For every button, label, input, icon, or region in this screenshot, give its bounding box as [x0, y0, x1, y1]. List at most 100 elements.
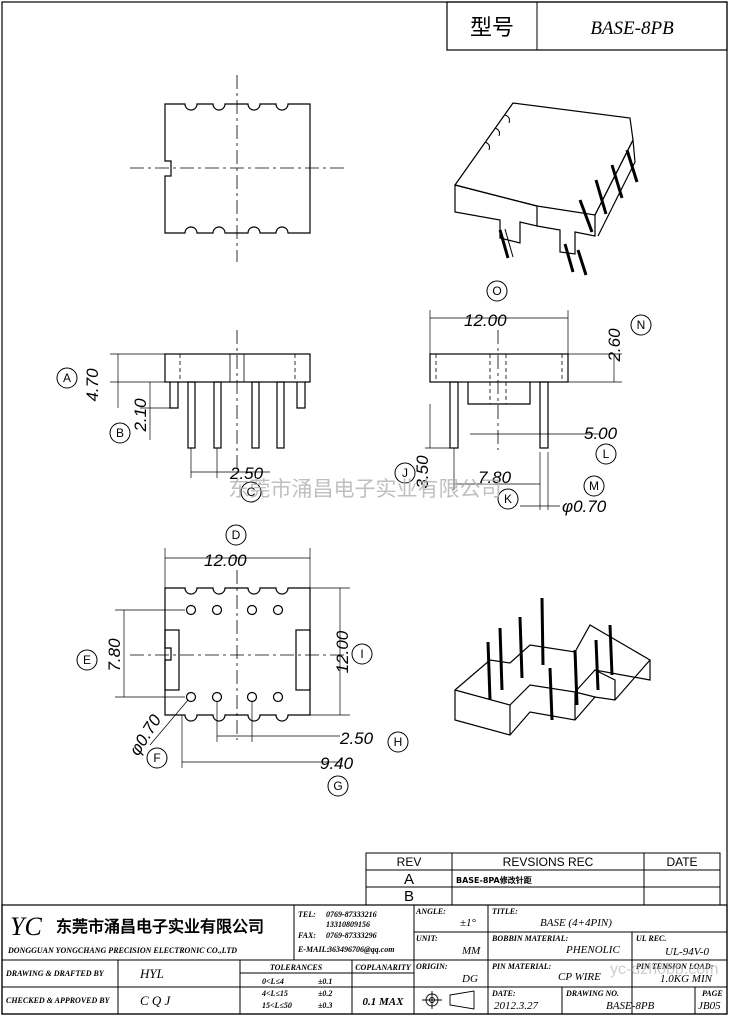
origin-label: ORIGIN:: [416, 962, 448, 971]
company-cn: 东莞市涌昌电子实业有限公司: [56, 917, 264, 936]
dim-depth-bottom: 12.00: [333, 630, 352, 673]
balloon-j: [394, 462, 416, 484]
front-view: [110, 330, 311, 478]
tolerance-rows: 0<L≤4 ±0.1 4<L≤15 ±0.2 15<L≤50 ±0.3: [261, 977, 332, 1010]
dim-row-spacing-bottom: 7.80: [105, 638, 124, 672]
tol-range: 0<L≤4: [262, 977, 284, 986]
balloon-label: N: [637, 318, 646, 332]
balloon-l: [595, 443, 617, 465]
angle-label: ANGLE:: [415, 907, 446, 916]
dim-width-top: 12.00: [464, 311, 507, 330]
watermark: 东莞市涌昌电子实业有限公司: [229, 477, 502, 501]
balloon-label: M: [589, 479, 599, 493]
pin-material-value: CP WIRE: [558, 971, 601, 983]
tol-range: 4<L≤15: [261, 989, 288, 998]
model-label: 型号: [470, 16, 514, 41]
balloon-b: [109, 422, 131, 444]
page-value: JB05: [698, 1000, 721, 1012]
tolerances-label: TOLERANCES: [270, 963, 323, 972]
ul-label: UL REC.: [636, 934, 666, 943]
isometric-view-top: [454, 102, 639, 276]
unit-value: MM: [461, 945, 481, 957]
top-view: [130, 75, 345, 262]
balloon-d: [225, 524, 247, 546]
unit-label: UNIT:: [416, 934, 438, 943]
dim-overall-bottom: 9.40: [320, 754, 354, 773]
dim-row-spacing: 7.80: [478, 468, 512, 487]
ul-value: UL-94V-0: [665, 946, 710, 958]
coplanarity-label: COPLANARITY: [355, 963, 412, 972]
balloon-o: [486, 280, 508, 302]
title-block-grid: [1, 904, 728, 1015]
dim-pin-offset: 5.00: [584, 424, 618, 443]
balloon-n: [630, 314, 652, 336]
date-value: 2012.3.27: [494, 1000, 539, 1012]
rev-b: B: [404, 888, 414, 905]
dim-height-total: 4.70: [83, 368, 102, 402]
balloon-label: O: [492, 284, 501, 298]
checked-value: C Q J: [140, 993, 172, 1008]
dim-pin-pitch-front: 2.50: [229, 464, 264, 483]
rev-a: A: [404, 871, 414, 888]
balloon-g: [327, 775, 349, 797]
company-en: DONGGUAN YONGCHANG PRECISION ELECTRONIC …: [7, 946, 237, 955]
model-header: 型号 BASE-8PB: [446, 1, 728, 51]
dim-height-lower: 2.10: [131, 398, 150, 433]
balloon-label: D: [232, 528, 241, 542]
watermark-url: yc-dzhobb.com: [610, 961, 719, 978]
balloon-label: K: [504, 492, 512, 506]
balloon-label: B: [116, 426, 124, 440]
pin-tension-value: 1.0KG MIN: [660, 973, 713, 985]
balloon-h: [387, 731, 409, 753]
balloon-a: [56, 367, 78, 389]
balloon-e: [76, 649, 98, 671]
angle-value: ±1°: [460, 917, 477, 929]
checked-label: CHECKED & APPROVED BY: [6, 996, 111, 1005]
balloon-f: [146, 747, 168, 769]
drawing-no-label: DRAWING NO.: [565, 989, 619, 998]
date-header: DATE: [666, 855, 697, 869]
drawn-value: HYL: [139, 966, 164, 981]
balloon-c: [240, 481, 262, 503]
page-label: PAGE: [702, 989, 723, 998]
balloon-m: [583, 475, 605, 497]
logo: YC: [10, 912, 42, 941]
tol-value: ±0.2: [318, 989, 332, 998]
bobbin-label: BOBBIN MATERIAL:: [491, 934, 569, 943]
origin-value: DG: [461, 973, 478, 985]
dim-width-bottom: 12.00: [204, 551, 247, 570]
balloon-label: H: [394, 735, 403, 749]
balloon-i: [351, 643, 373, 665]
balloon-label: F: [153, 751, 160, 765]
balloon-label: J: [402, 466, 408, 480]
tol-value: ±0.1: [318, 977, 332, 986]
pin-tension-label: PIN TENSION LOAD:: [636, 962, 714, 971]
date-label: DATE:: [491, 989, 516, 998]
model-value: BASE-8PB: [590, 18, 674, 39]
side-view: [425, 310, 622, 510]
bobbin-value: PHENOLIC: [565, 944, 620, 956]
title-label: TITLE:: [492, 907, 518, 916]
balloon-k: [497, 488, 519, 510]
balloon-labels: A B C O N L J K M D E I F H G: [63, 284, 645, 793]
coplanarity-value: 0.1 MAX: [363, 996, 405, 1008]
balloon-label: L: [603, 447, 610, 461]
pin-material-label: PIN MATERIAL:: [492, 962, 552, 971]
rec-header: REVSIONS REC: [503, 855, 594, 869]
fax-value: 0769-87333296: [326, 931, 377, 940]
rev-header: REV: [397, 855, 422, 869]
dim-pin-pitch-bottom: 2.50: [339, 729, 374, 748]
tel-value-2: 13310809156: [326, 920, 370, 929]
balloon-label: C: [247, 485, 256, 499]
drawing-no-value: BASE-8PB: [606, 1000, 655, 1012]
rec-a: BASE-8PA修改针距: [456, 875, 532, 885]
tol-value: ±0.3: [318, 1001, 332, 1010]
balloon-label: I: [360, 647, 363, 661]
balloon-label: G: [333, 779, 342, 793]
isometric-view-bottom: [454, 597, 651, 736]
dim-thickness-top: 2.60: [605, 328, 624, 363]
fax-label: FAX:: [297, 931, 316, 940]
drawn-label: DRAWING & DRAFTED BY: [5, 969, 105, 978]
